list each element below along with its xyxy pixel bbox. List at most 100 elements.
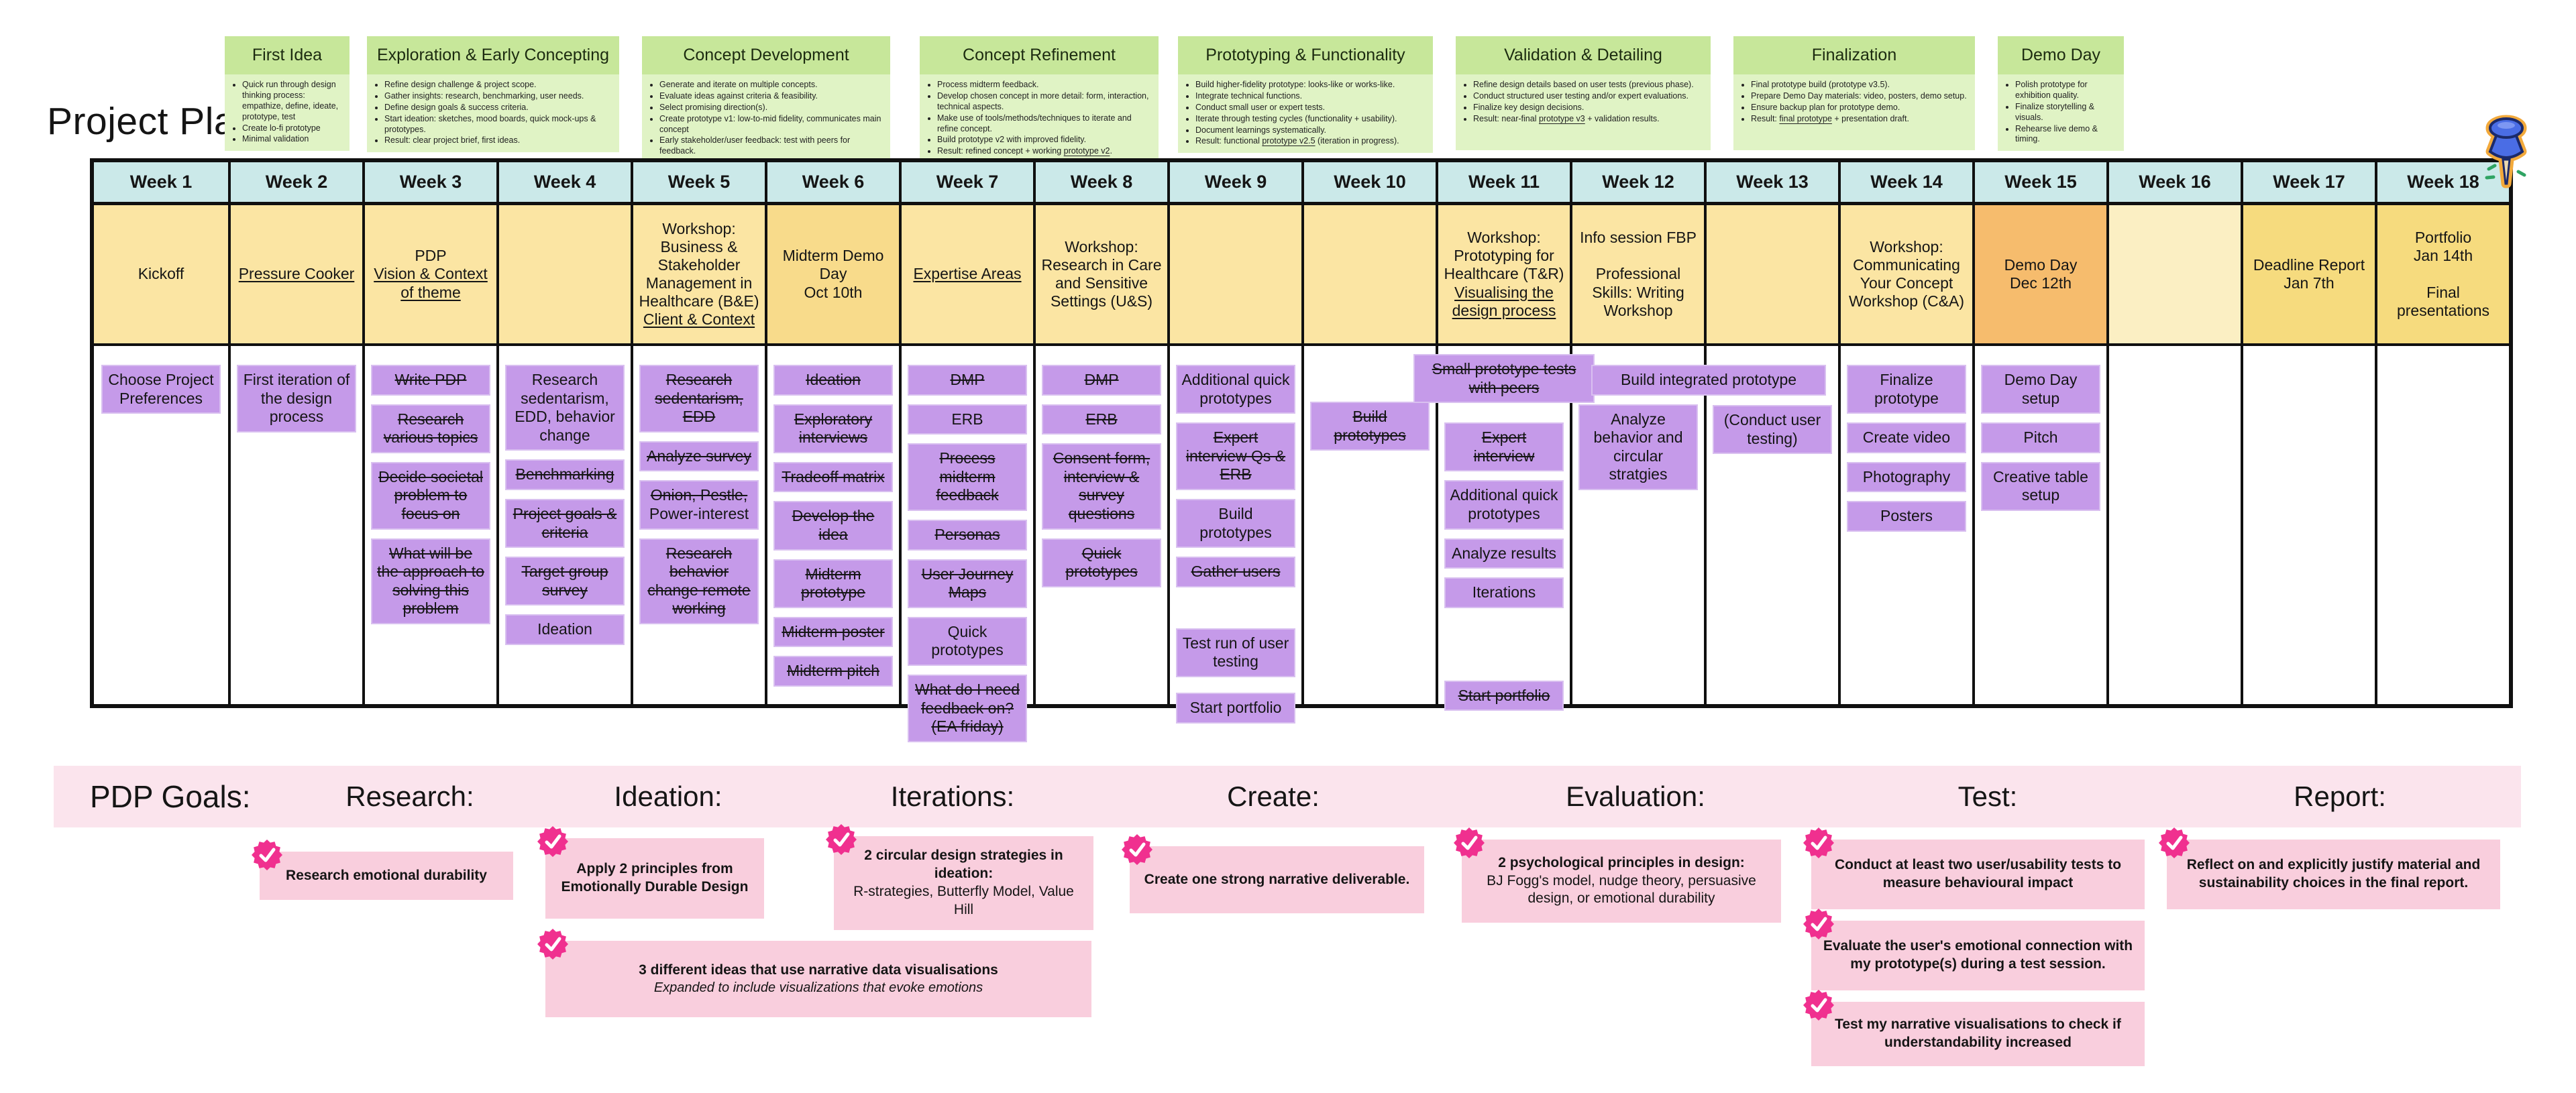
task-sticky[interactable]: Onion, Pestle, Power-interest: [639, 480, 759, 530]
task-sticky[interactable]: Small prototype tests with peers: [1413, 354, 1595, 404]
goal-sticky[interactable]: 2 circular design strategies in ideation…: [826, 824, 1093, 930]
phase-box[interactable]: Validation & DetailingRefine design deta…: [1456, 36, 1711, 150]
task-sticky[interactable]: Creative table setup: [1981, 461, 2100, 511]
task-sticky[interactable]: Quick prototypes: [908, 616, 1027, 666]
phase-box[interactable]: Demo DayPolish prototype for exhibition …: [1998, 36, 2124, 152]
task-sticky[interactable]: Exploratory interviews: [773, 404, 893, 453]
phase-box[interactable]: FinalizationFinal prototype build (proto…: [1733, 36, 1975, 150]
task-sticky[interactable]: Midterm poster: [773, 616, 893, 648]
page-title[interactable]: Project Plan: [47, 100, 258, 143]
milestone-line: Visualising the design process: [1452, 283, 1556, 319]
task-sticky[interactable]: Start portfolio: [1444, 680, 1564, 711]
week-header-cell: Week 4: [496, 162, 631, 205]
task-sticky[interactable]: Research sedentarism, EDD: [639, 365, 759, 433]
goal-sticky[interactable]: 3 different ideas that use narrative dat…: [537, 929, 1091, 1017]
task-sticky[interactable]: Ideation: [505, 614, 625, 645]
task-sticky[interactable]: Write PDP: [371, 365, 490, 396]
task-sticky[interactable]: Additional quick prototypes: [1444, 480, 1564, 530]
task-sticky[interactable]: Iterations: [1444, 577, 1564, 608]
phase-bullet-list: Process midterm feedback.Develop chosen …: [920, 74, 1159, 164]
task-sticky[interactable]: Tradeoff matrix: [773, 461, 893, 493]
goal-sticky[interactable]: 2 psychological principles in design:BJ …: [1454, 827, 1781, 923]
task-sticky[interactable]: Expert interview: [1444, 422, 1564, 472]
task-sticky[interactable]: Research behavior change remote working: [639, 538, 759, 624]
goal-sticky[interactable]: Apply 2 principles from Emotionally Dura…: [537, 826, 764, 919]
task-sticky[interactable]: Finalize prototype: [1847, 365, 1966, 414]
task-sticky[interactable]: Consent form, interview & survey questio…: [1042, 443, 1161, 530]
goal-sticky[interactable]: Evaluate the user's emotional connection…: [1803, 909, 2145, 990]
task-sticky[interactable]: Process midterm feedback: [908, 443, 1027, 511]
task-sticky[interactable]: Personas: [908, 519, 1027, 551]
goal-sticky[interactable]: Reflect on and explicitly justify materi…: [2159, 827, 2500, 909]
week-header-cell: Week 3: [362, 162, 496, 205]
phase-title: Validation & Detailing: [1456, 36, 1711, 74]
milestone-line: Professional Skills: Writing Workshop: [1592, 265, 1684, 319]
goal-sticky[interactable]: Create one strong narrative deliverable.: [1122, 834, 1424, 913]
task-sticky[interactable]: ERB: [908, 404, 1027, 435]
task-sticky[interactable]: Create video: [1847, 422, 1966, 453]
task-sticky[interactable]: Ideation: [773, 365, 893, 396]
goal-heading[interactable]: Evaluation:: [1566, 781, 1705, 812]
goal-heading[interactable]: Report:: [2294, 781, 2386, 812]
phase-bullet-list: Build higher-fidelity prototype: looks-l…: [1178, 74, 1433, 154]
week-header-cell: Week 12: [1570, 162, 1704, 205]
task-sticky[interactable]: Midterm pitch: [773, 656, 893, 687]
task-sticky[interactable]: Build prototypes: [1310, 402, 1430, 451]
task-sticky[interactable]: Research various topics: [371, 404, 490, 453]
task-sticky[interactable]: Photography: [1847, 461, 1966, 493]
phase-box[interactable]: Concept DevelopmentGenerate and iterate …: [642, 36, 890, 174]
task-sticky[interactable]: What will be the approach to solving thi…: [371, 538, 490, 624]
task-sticky[interactable]: Demo Day setup: [1981, 365, 2100, 414]
task-sticky[interactable]: Project goals & criteria: [505, 498, 625, 549]
week-task-column: Build prototypes: [1301, 346, 1436, 704]
badge-check-icon: [1122, 834, 1152, 865]
phase-box[interactable]: Exploration & Early ConceptingRefine des…: [367, 36, 619, 153]
milestone-line: Midterm Demo Day: [782, 247, 884, 283]
week-header-cell: Week 8: [1033, 162, 1167, 205]
task-sticky[interactable]: First iteration of the design process: [237, 365, 356, 433]
task-sticky[interactable]: Decide societal problem to focus on: [371, 461, 490, 530]
task-sticky[interactable]: Midterm prototype: [773, 559, 893, 608]
goal-sticky[interactable]: Conduct at least two user/usability test…: [1803, 827, 2145, 909]
milestone-cell: Workshop: Communicating Your Concept Wor…: [1838, 205, 1972, 346]
phase-box[interactable]: Concept RefinementProcess midterm feedba…: [920, 36, 1159, 164]
pushpin-icon[interactable]: [2473, 111, 2540, 202]
task-sticky[interactable]: Research sedentarism, EDD, behavior chan…: [505, 365, 625, 451]
task-sticky[interactable]: Analyze behavior and circular stratgies: [1578, 404, 1698, 490]
goal-heading[interactable]: Create:: [1227, 781, 1320, 812]
task-sticky[interactable]: Build integrated prototype: [1591, 365, 1826, 396]
task-sticky[interactable]: Start portfolio: [1176, 692, 1295, 724]
goal-sticky[interactable]: Research emotional durability: [252, 840, 513, 900]
task-sticky[interactable]: DMP: [1042, 365, 1161, 396]
task-sticky[interactable]: Additional quick prototypes: [1176, 365, 1295, 414]
phase-title: Prototyping & Functionality: [1178, 36, 1433, 74]
task-sticky[interactable]: Quick prototypes: [1042, 538, 1161, 587]
task-sticky[interactable]: ERB: [1042, 404, 1161, 435]
task-sticky[interactable]: Gather users: [1176, 557, 1295, 587]
task-sticky[interactable]: Develop the idea: [773, 501, 893, 551]
goal-sticky[interactable]: Test my narrative visualisations to chec…: [1803, 990, 2145, 1066]
phase-box[interactable]: Prototyping & FunctionalityBuild higher-…: [1178, 36, 1433, 154]
task-sticky[interactable]: Analyze results: [1444, 538, 1564, 569]
task-sticky[interactable]: DMP: [908, 365, 1027, 396]
goal-heading[interactable]: Iterations:: [890, 781, 1015, 812]
task-sticky[interactable]: What do I need feedback on? (EA friday): [908, 674, 1027, 742]
goal-heading[interactable]: Ideation:: [614, 781, 722, 812]
milestone-line: Final presentations: [2396, 283, 2490, 319]
task-sticky[interactable]: Expert interview Qs & ERB: [1176, 422, 1295, 490]
task-sticky[interactable]: Choose Project Preferences: [101, 365, 221, 414]
task-sticky[interactable]: Posters: [1847, 501, 1966, 532]
task-sticky[interactable]: Build prototypes: [1176, 498, 1295, 549]
task-sticky[interactable]: Test run of user testing: [1176, 628, 1295, 677]
pdp-goals-label[interactable]: PDP Goals:: [90, 779, 251, 814]
goal-heading[interactable]: Research:: [345, 781, 474, 812]
task-sticky[interactable]: Benchmarking: [505, 459, 625, 490]
phase-box[interactable]: First IdeaQuick run through design think…: [225, 36, 350, 152]
goal-heading[interactable]: Test:: [1957, 781, 2018, 812]
task-sticky[interactable]: User Journey Maps: [908, 559, 1027, 608]
task-sticky[interactable]: (Conduct user testing): [1713, 405, 1832, 455]
task-sticky[interactable]: Pitch: [1981, 422, 2100, 453]
task-sticky[interactable]: Analyze survey: [639, 441, 759, 472]
task-sticky[interactable]: Target group survey: [505, 557, 625, 606]
